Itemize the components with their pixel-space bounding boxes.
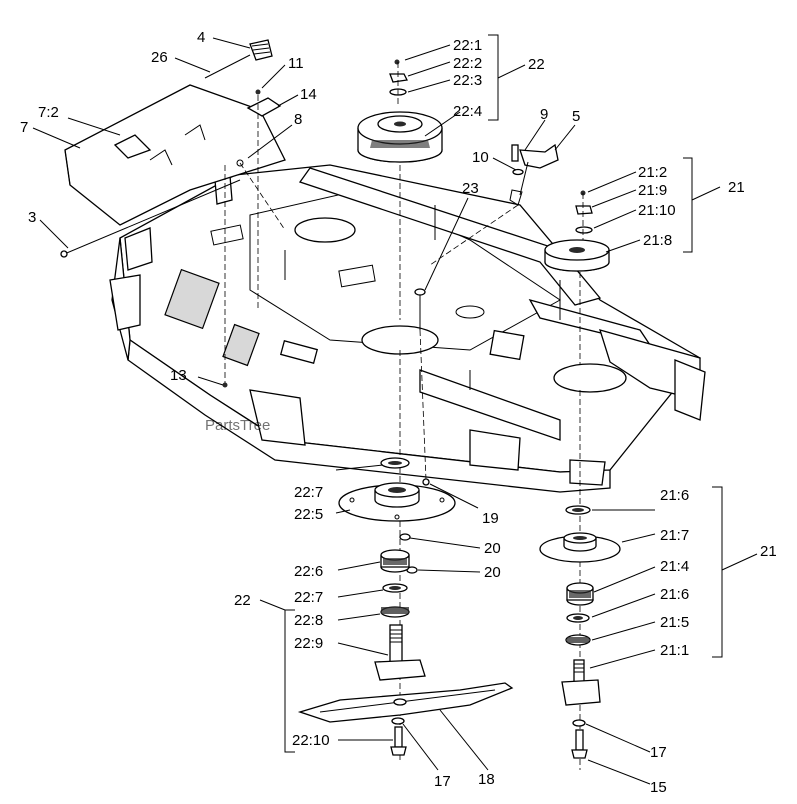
pin-23 <box>414 288 426 296</box>
callout-21-6b: 21:6 <box>660 586 689 603</box>
callout-21-right: 21 <box>760 543 777 560</box>
callout-19: 19 <box>482 510 499 527</box>
callout-14: 14 <box>300 86 317 103</box>
callout-21-6a: 21:6 <box>660 487 689 504</box>
callout-23: 23 <box>462 180 479 197</box>
nut-21-9 <box>575 205 593 215</box>
nut-22-1 <box>394 59 400 65</box>
bearing-22-8 <box>380 606 410 618</box>
callout-22-3: 22:3 <box>453 72 482 89</box>
callout-17b: 17 <box>650 744 667 761</box>
callout-21-1: 21:1 <box>660 642 689 659</box>
callout-21-9: 21:9 <box>638 182 667 199</box>
callout-22-9: 22:9 <box>294 635 323 652</box>
callout-22-1: 22:1 <box>453 37 482 54</box>
pulley-21-8 <box>544 239 610 272</box>
washer-17a <box>391 717 405 725</box>
bolt-19 <box>422 478 430 486</box>
rod-end <box>60 250 68 258</box>
callout-20b: 20 <box>484 564 501 581</box>
callout-21-5: 21:5 <box>660 614 689 631</box>
callout-22-7a: 22:7 <box>294 484 323 501</box>
nut-22-2 <box>389 73 408 83</box>
callout-22-4: 22:4 <box>453 103 482 120</box>
callout-21-7: 21:7 <box>660 527 689 544</box>
grease-fitting-20a <box>399 533 411 541</box>
callout-15: 15 <box>650 779 667 796</box>
callout-22-10: 22:10 <box>292 732 330 749</box>
pin <box>511 144 519 162</box>
callout-21-10: 21:10 <box>638 202 676 219</box>
spindle-shaft-22-9 <box>374 624 426 681</box>
callout-9: 9 <box>540 106 548 123</box>
leader-lines <box>32 34 758 785</box>
bolt-22-10 <box>390 726 407 756</box>
callout-10: 10 <box>472 149 489 166</box>
spring-rod <box>204 54 251 79</box>
callout-13: 13 <box>170 367 187 384</box>
callout-22-5: 22:5 <box>294 506 323 523</box>
callout-7-2: 7:2 <box>38 104 59 121</box>
latch <box>519 143 559 169</box>
callout-labels: 4 26 11 14 8 7:2 7 3 22:1 22:2 22:3 22:4… <box>20 29 777 796</box>
spindle-housing-21-7 <box>539 532 621 563</box>
spindle-housing-22-5 <box>338 482 456 522</box>
callout-4: 4 <box>197 29 205 46</box>
callout-22-top: 22 <box>528 56 545 73</box>
callout-22-2: 22:2 <box>453 55 482 72</box>
callout-20a: 20 <box>484 540 501 557</box>
pulley-22-4 <box>357 111 443 163</box>
callout-3: 3 <box>28 209 36 226</box>
washer-17b <box>572 719 586 727</box>
mower-deck-housing <box>109 164 706 493</box>
idler-bracket <box>246 97 282 117</box>
bearing-21-4 <box>566 582 594 606</box>
callout-5: 5 <box>572 108 580 125</box>
callout-26: 26 <box>151 49 168 66</box>
callout-8: 8 <box>294 111 302 128</box>
callout-21-2: 21:2 <box>638 164 667 181</box>
callout-7: 7 <box>20 119 28 136</box>
callout-22-7b: 22:7 <box>294 589 323 606</box>
rod <box>61 179 241 256</box>
spindle-shaft-21-1 <box>561 659 601 706</box>
belt-cover <box>64 84 286 226</box>
washer-21-10 <box>575 226 593 234</box>
callout-17a: 17 <box>434 773 451 790</box>
callout-22-8: 22:8 <box>294 612 323 629</box>
spring <box>249 39 273 61</box>
bearing-22-6 <box>380 549 410 573</box>
callout-21-top: 21 <box>728 179 745 196</box>
callout-21-4: 21:4 <box>660 558 689 575</box>
callout-18: 18 <box>478 771 495 788</box>
callout-22-6: 22:6 <box>294 563 323 580</box>
watermark: PartsTree <box>205 417 270 434</box>
callout-11: 11 <box>288 55 304 72</box>
callout-21-8: 21:8 <box>643 232 672 249</box>
blade-18 <box>297 682 514 723</box>
callout-22-left: 22 <box>234 592 251 609</box>
bolt-15 <box>571 729 588 759</box>
